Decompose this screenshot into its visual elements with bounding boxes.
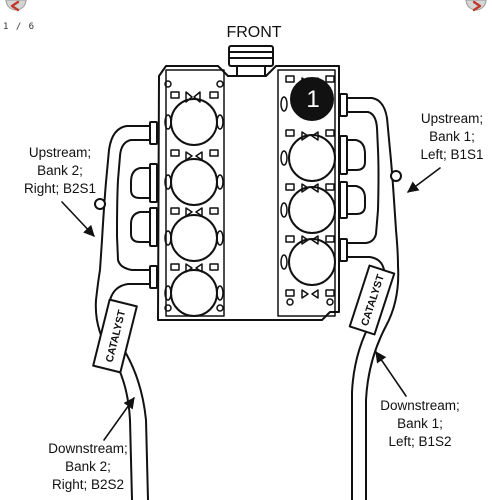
- arrow-up-b1: [407, 167, 441, 193]
- head-details: [164, 75, 335, 312]
- label-upstream-bank2: Upstream; Bank 2; Right; B2S1: [23, 145, 97, 196]
- next-slide-button[interactable]: [464, 0, 488, 16]
- right-bank-cylinders: [288, 134, 336, 286]
- leader-arrows: [61, 167, 441, 441]
- label-downstream-bank2: Downstream; Bank 2; Right; B2S2: [48, 441, 128, 492]
- label-upstream-bank1: Upstream; Bank 1; Left; B1S1: [420, 111, 484, 162]
- chevron-right-icon: [465, 0, 487, 12]
- arrow-down-b2: [103, 397, 135, 441]
- chevron-left-icon: [5, 0, 27, 12]
- svg-text:1: 1: [306, 86, 319, 113]
- cylinder-1-marker: 1: [290, 77, 334, 121]
- front-label: FRONT: [226, 24, 281, 41]
- arrow-down-b1: [375, 351, 407, 397]
- front-pump: [228, 45, 274, 77]
- prev-slide-button[interactable]: [4, 0, 28, 16]
- label-downstream-bank1: Downstream; Bank 1; Left; B1S2: [380, 398, 460, 449]
- slide-counter: 1 / 6: [3, 22, 36, 32]
- arrow-up-b2: [61, 201, 95, 237]
- bank2-catalyst: CATALYST: [92, 298, 138, 374]
